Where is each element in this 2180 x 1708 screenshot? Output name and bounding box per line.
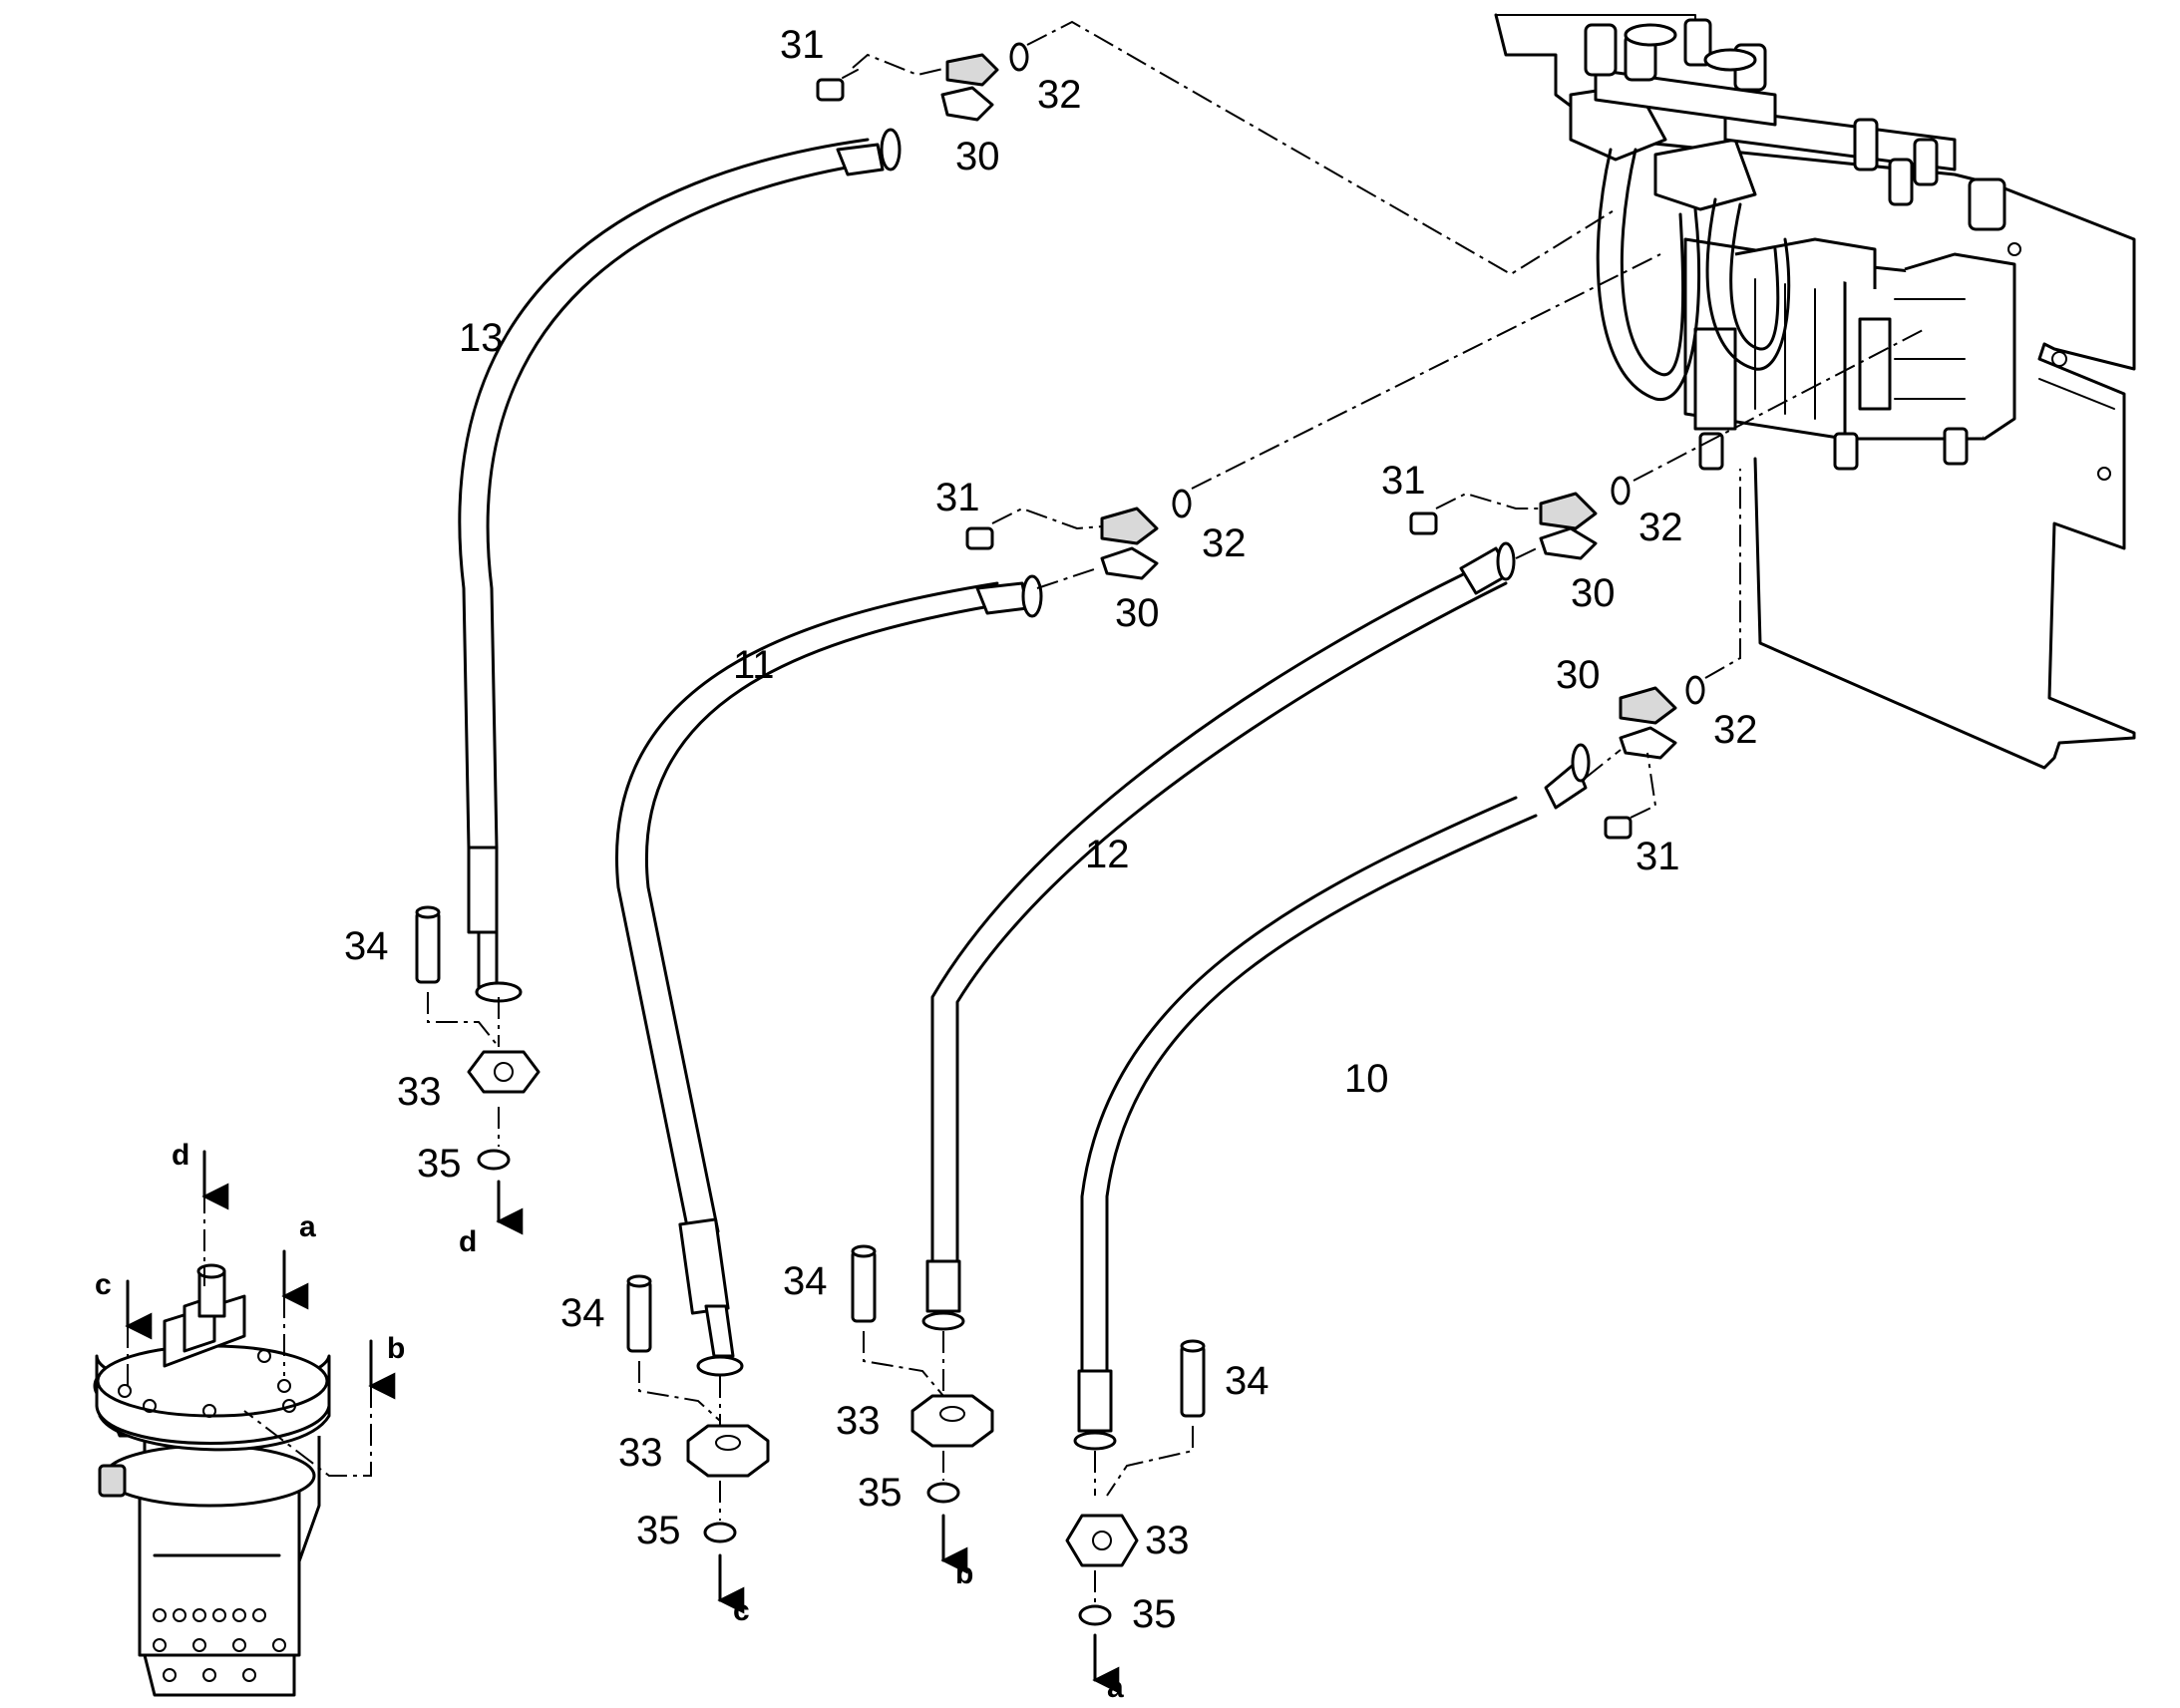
callout-34-c: 34 (783, 1259, 828, 1303)
flange-set-a-lower (1065, 1339, 1206, 1694)
callout-32-a: 32 (1037, 73, 1082, 117)
callout-35-b: 35 (636, 1509, 681, 1552)
swing-motor (93, 1263, 331, 1697)
callout-labels: 13 11 12 10 31 32 30 31 32 30 31 32 30 3… (344, 23, 1758, 1636)
control-valve-block (1494, 13, 2136, 770)
callout-35-c: 35 (858, 1471, 903, 1515)
callout-11: 11 (733, 643, 775, 687)
flange-set-c (1409, 328, 1926, 560)
flange-set-c-lower (626, 1274, 770, 1614)
callout-33-d: 33 (1145, 1519, 1190, 1562)
flange-set-b (965, 253, 1661, 589)
callout-33-c: 33 (836, 1399, 881, 1443)
port-labels: d c a b d c b a (95, 1139, 1124, 1704)
callout-33-a: 33 (397, 1070, 442, 1114)
port-a-out: a (1107, 1671, 1124, 1704)
callout-31-a: 31 (780, 23, 825, 67)
callout-13: 13 (459, 316, 504, 360)
port-c-motor: c (95, 1268, 112, 1301)
port-b-out: b (955, 1557, 973, 1590)
callout-34-b: 34 (560, 1291, 605, 1335)
flange-set-d-lower (415, 905, 541, 1235)
flange-set-d (1585, 469, 1741, 840)
callout-35-a: 35 (417, 1142, 462, 1186)
callout-31-b: 31 (935, 476, 980, 519)
callout-30-c: 30 (1571, 571, 1616, 615)
callout-12: 12 (1085, 833, 1130, 876)
callout-30-b: 30 (1115, 591, 1160, 635)
flange-set-a (816, 20, 1617, 276)
callout-30-d: 30 (1556, 653, 1601, 697)
callout-30-a: 30 (955, 135, 1000, 178)
callout-10: 10 (1344, 1057, 1389, 1101)
callout-32-c: 32 (1638, 506, 1683, 549)
callout-34-a: 34 (344, 924, 389, 968)
flange-set-b-lower (851, 1244, 994, 1574)
callout-31-d: 31 (1635, 835, 1680, 878)
port-c-out: c (733, 1594, 750, 1627)
port-a-motor: a (299, 1210, 316, 1243)
callout-32-b: 32 (1202, 521, 1247, 565)
callout-34-d: 34 (1225, 1359, 1270, 1403)
hose-10 (1073, 743, 1591, 1451)
hose-12 (921, 541, 1516, 1331)
port-b-motor: b (387, 1332, 405, 1365)
hose-11 (615, 574, 1043, 1377)
port-d-out: d (459, 1225, 477, 1258)
callout-31-c: 31 (1381, 459, 1426, 503)
callout-33-b: 33 (618, 1431, 663, 1475)
port-d-motor: d (172, 1139, 189, 1172)
hose-13 (458, 128, 902, 1003)
callout-35-d: 35 (1132, 1592, 1177, 1636)
callout-32-d: 32 (1713, 708, 1758, 752)
motor-port-markers (125, 1150, 396, 1477)
